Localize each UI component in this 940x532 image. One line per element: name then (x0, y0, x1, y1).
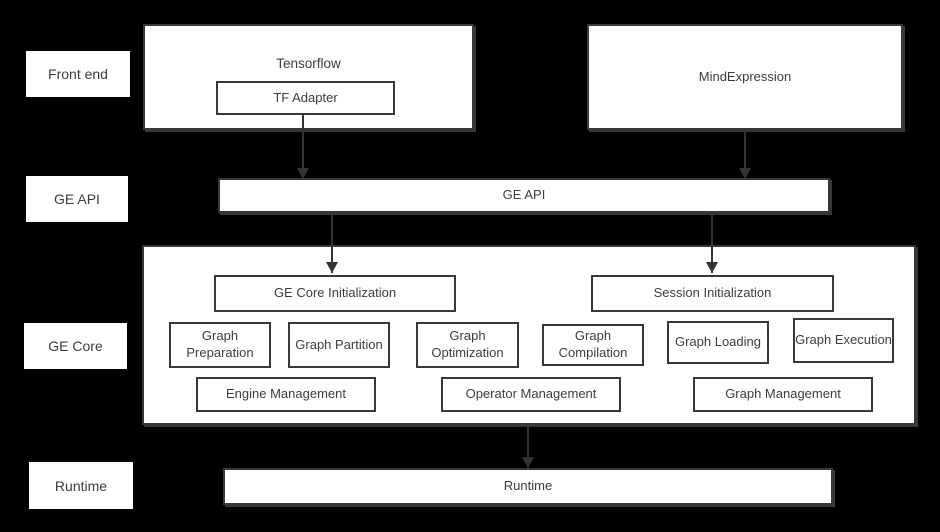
arrow-tf-adapter-to-ge-api (297, 113, 309, 179)
graph-compilation-box: Graph Compilation (542, 324, 644, 366)
row-label-front-end: Front end (26, 51, 130, 97)
row-label-ge-api: GE API (26, 176, 128, 222)
arrow-ge-api-to-session-initialization (706, 213, 718, 273)
arrow-ge-api-to-ge-core-initialization (326, 213, 338, 273)
row-label-ge-core: GE Core (24, 323, 127, 369)
graph-preparation-box: Graph Preparation (169, 322, 271, 368)
operator-management-box: Operator Management (441, 377, 621, 412)
graph-execution-box: Graph Execution (793, 318, 894, 363)
graph-management-box: Graph Management (693, 377, 873, 412)
tf-adapter-box: TF Adapter (216, 81, 395, 115)
ge-core-initialization-box: GE Core Initialization (214, 275, 456, 312)
graph-loading-box: Graph Loading (667, 321, 769, 364)
graph-optimization-box: Graph Optimization (416, 322, 519, 368)
ge-api-bar: GE API (218, 178, 830, 213)
runtime-bar: Runtime (223, 468, 833, 505)
tensorflow-box: Tensorflow TF Adapter (143, 24, 474, 130)
ge-core-box: GE Core Initialization Session Initializ… (142, 245, 916, 425)
graph-partition-box: Graph Partition (288, 322, 390, 368)
tensorflow-label: Tensorflow (276, 56, 341, 71)
row-label-runtime: Runtime (29, 462, 133, 509)
arrow-ge-core-to-runtime (522, 425, 534, 468)
arrow-mindexpression-to-ge-api (739, 130, 751, 179)
session-initialization-box: Session Initialization (591, 275, 834, 312)
mindexpression-box: MindExpression (587, 24, 903, 130)
engine-management-box: Engine Management (196, 377, 376, 412)
